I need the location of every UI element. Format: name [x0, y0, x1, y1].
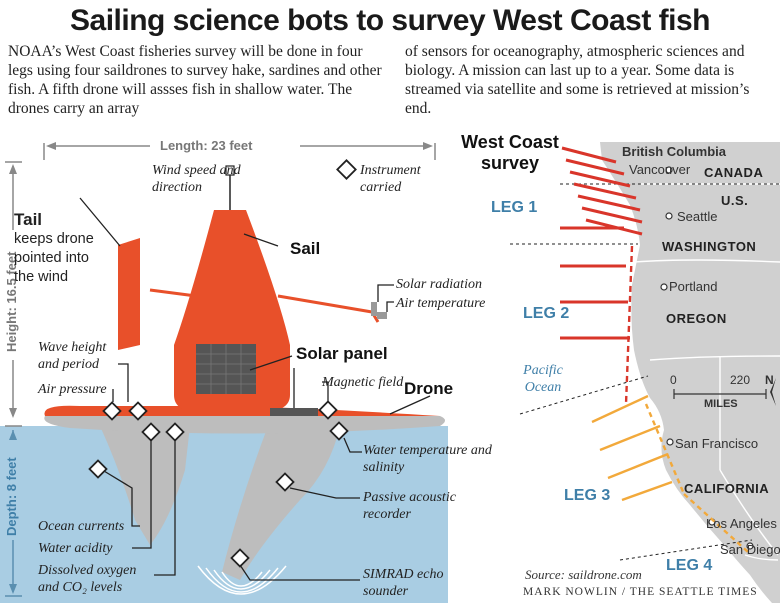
page-title: Sailing science bots to survey West Coas… [70, 4, 710, 37]
tail-desc: keeps drone pointed into the wind [14, 231, 94, 285]
water-acidity-label: Water acidity [38, 541, 113, 556]
echo-sounder-label: SIMRAD echo sounder [363, 567, 444, 599]
map-label-san-francisco: San Francisco [675, 436, 759, 451]
credit-label: MARK NOWLIN / THE SEATTLE TIMES [523, 586, 758, 598]
front-keel [100, 426, 190, 545]
water-temperature-label: Water temperature and salinity [363, 443, 492, 475]
map-label-california: CALIFORNIA [684, 481, 770, 496]
anemometer-icon [225, 165, 235, 176]
leg-4-label: LEG 4 [666, 557, 713, 574]
echo-waves [197, 565, 287, 595]
solar-panel-label: Solar panel [296, 344, 388, 363]
magnetic-field-label: Magnetic field [322, 375, 404, 390]
map-land [600, 142, 780, 603]
map-label-ocean: Pacific Ocean [523, 363, 563, 395]
map-label-british-columbia: British Columbia [622, 144, 727, 159]
solar-radiation-label: Solar radiation [396, 277, 482, 292]
map-label-portland: Portland [669, 279, 718, 294]
map-label-washington: WASHINGTON [662, 239, 757, 254]
solar-radiation-sensor [371, 302, 377, 316]
leg-3-label: LEG 3 [564, 487, 611, 504]
wind-label: Wind speed and direction [152, 163, 241, 195]
tail-fin [118, 238, 140, 350]
leg-1-label: LEG 1 [491, 199, 538, 216]
legend-diamond-icon [336, 159, 357, 180]
map-label-oregon: OREGON [666, 311, 727, 326]
passive-acoustic-label: Passive acoustic recorder [363, 490, 456, 522]
length-label: Length: 23 feet [160, 138, 253, 153]
air-pressure-label: Air pressure [38, 382, 107, 397]
map-label-san-diego: San Diego [720, 542, 780, 557]
map [510, 142, 780, 603]
intro-text-right: of sensors for oceanography, atmospheric… [405, 43, 750, 117]
map-label-us: U.S. [721, 193, 749, 208]
scale-unit: MILES [704, 398, 738, 410]
sail-label: Sail [290, 239, 321, 258]
air-temperature-label: Air temperature [396, 296, 486, 311]
intro-text-left: NOAA’s West Coast fisheries survey will … [8, 43, 382, 117]
map-label-los-angeles: Los Angeles [706, 516, 777, 531]
depth-label: Depth: 8 feet [4, 457, 19, 536]
map-label-vancouver: Vancouver [629, 162, 691, 177]
wave-label: Wave height and period [38, 340, 107, 372]
scale-max: 220 [730, 373, 751, 387]
map-title: West Coast survey [461, 132, 559, 173]
ocean-currents-label: Ocean currents [38, 519, 125, 534]
water-area [0, 426, 448, 603]
drone-label: Drone [404, 379, 454, 398]
leg-2-label: LEG 2 [523, 305, 570, 322]
rear-keel [222, 426, 340, 580]
deck-solar-panel [270, 408, 318, 416]
scale-zero: 0 [670, 373, 677, 387]
map-label-seattle: Seattle [677, 209, 718, 224]
tail-label: Tail keeps drone pointed into the wind [14, 210, 94, 287]
dissolved-oxygen-label: Dissolved oxygen and CO₂ levels [38, 563, 137, 595]
source-label: Source: saildrone.com [525, 567, 642, 582]
instrument-legend-label: Instrument carried [360, 163, 421, 195]
north-arrow-label: N [765, 373, 774, 387]
air-temp-sensor [377, 312, 387, 319]
tail-title: Tail [14, 210, 43, 229]
map-label-canada: CANADA [704, 165, 764, 180]
